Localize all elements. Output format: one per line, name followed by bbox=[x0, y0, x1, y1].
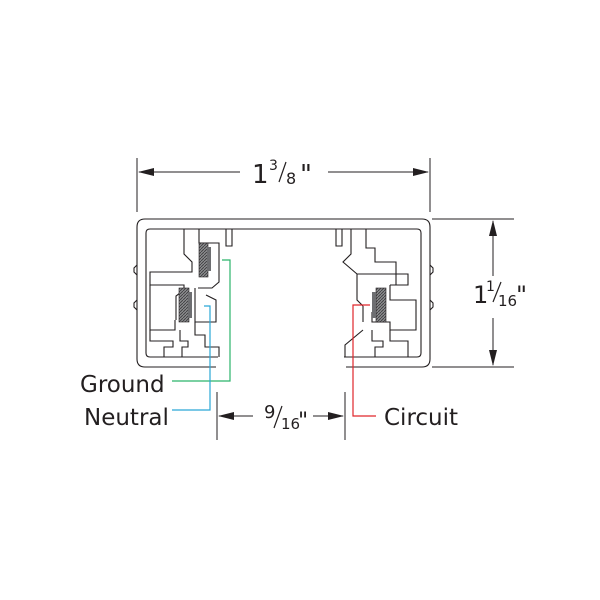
left-top-notch bbox=[225, 229, 233, 247]
width-dimension-label: 1 3 8 " bbox=[252, 158, 312, 190]
width-dimension bbox=[136, 158, 431, 212]
width-arrow-left bbox=[138, 168, 154, 176]
gap-denominator: 16 bbox=[281, 415, 300, 433]
height-arrow-top bbox=[489, 220, 497, 236]
width-numerator: 3 bbox=[269, 158, 278, 174]
height-fraction-bar bbox=[492, 281, 502, 303]
gap-arrow-left bbox=[218, 412, 234, 420]
ground-wire bbox=[172, 259, 231, 382]
ground-conductor-tab bbox=[207, 247, 211, 271]
height-whole: 1 bbox=[473, 281, 488, 309]
conductors bbox=[178, 242, 387, 323]
circuit-conductor-tab bbox=[372, 292, 376, 318]
track-inner-wall bbox=[145, 228, 422, 358]
height-dimension-label: 1 1 16 " bbox=[473, 279, 527, 310]
left-lower-housing bbox=[149, 322, 220, 357]
gap-numerator: 9 bbox=[264, 402, 275, 423]
width-fraction-bar bbox=[278, 161, 287, 183]
gap-arrow-right bbox=[328, 412, 344, 420]
gap-fraction-bar bbox=[273, 405, 283, 429]
track-outer-shell bbox=[136, 218, 431, 368]
neutral-label: Neutral bbox=[84, 405, 169, 431]
height-dimension bbox=[432, 218, 514, 368]
width-denominator: 8 bbox=[286, 169, 296, 188]
circuit-wire bbox=[352, 304, 376, 417]
height-arrow-bottom bbox=[489, 350, 497, 366]
right-upper-housing bbox=[342, 229, 409, 286]
height-denominator: 16 bbox=[498, 292, 517, 310]
ground-conductor bbox=[198, 242, 209, 278]
neutral-conductor-tab bbox=[188, 292, 192, 318]
gap-dimension-label: 9 16 " bbox=[264, 402, 308, 434]
right-mid-housing bbox=[356, 274, 417, 331]
ground-label: Ground bbox=[80, 372, 165, 398]
height-unit: " bbox=[516, 281, 527, 309]
right-top-notch bbox=[335, 229, 343, 247]
height-numerator: 1 bbox=[486, 279, 495, 295]
circuit-label: Circuit bbox=[384, 405, 458, 431]
width-arrow-right bbox=[413, 168, 429, 176]
right-lower-housing bbox=[344, 329, 409, 357]
gap-unit: " bbox=[298, 409, 308, 434]
left-upper-housing bbox=[149, 229, 220, 290]
width-whole: 1 bbox=[252, 160, 269, 190]
width-unit: " bbox=[300, 160, 312, 190]
neutral-conductor bbox=[178, 287, 190, 323]
left-rib bbox=[133, 264, 138, 311]
neutral-wire bbox=[172, 305, 211, 411]
right-rib bbox=[429, 264, 434, 311]
circuit-conductor bbox=[375, 287, 387, 323]
gap-dimension bbox=[216, 392, 346, 440]
